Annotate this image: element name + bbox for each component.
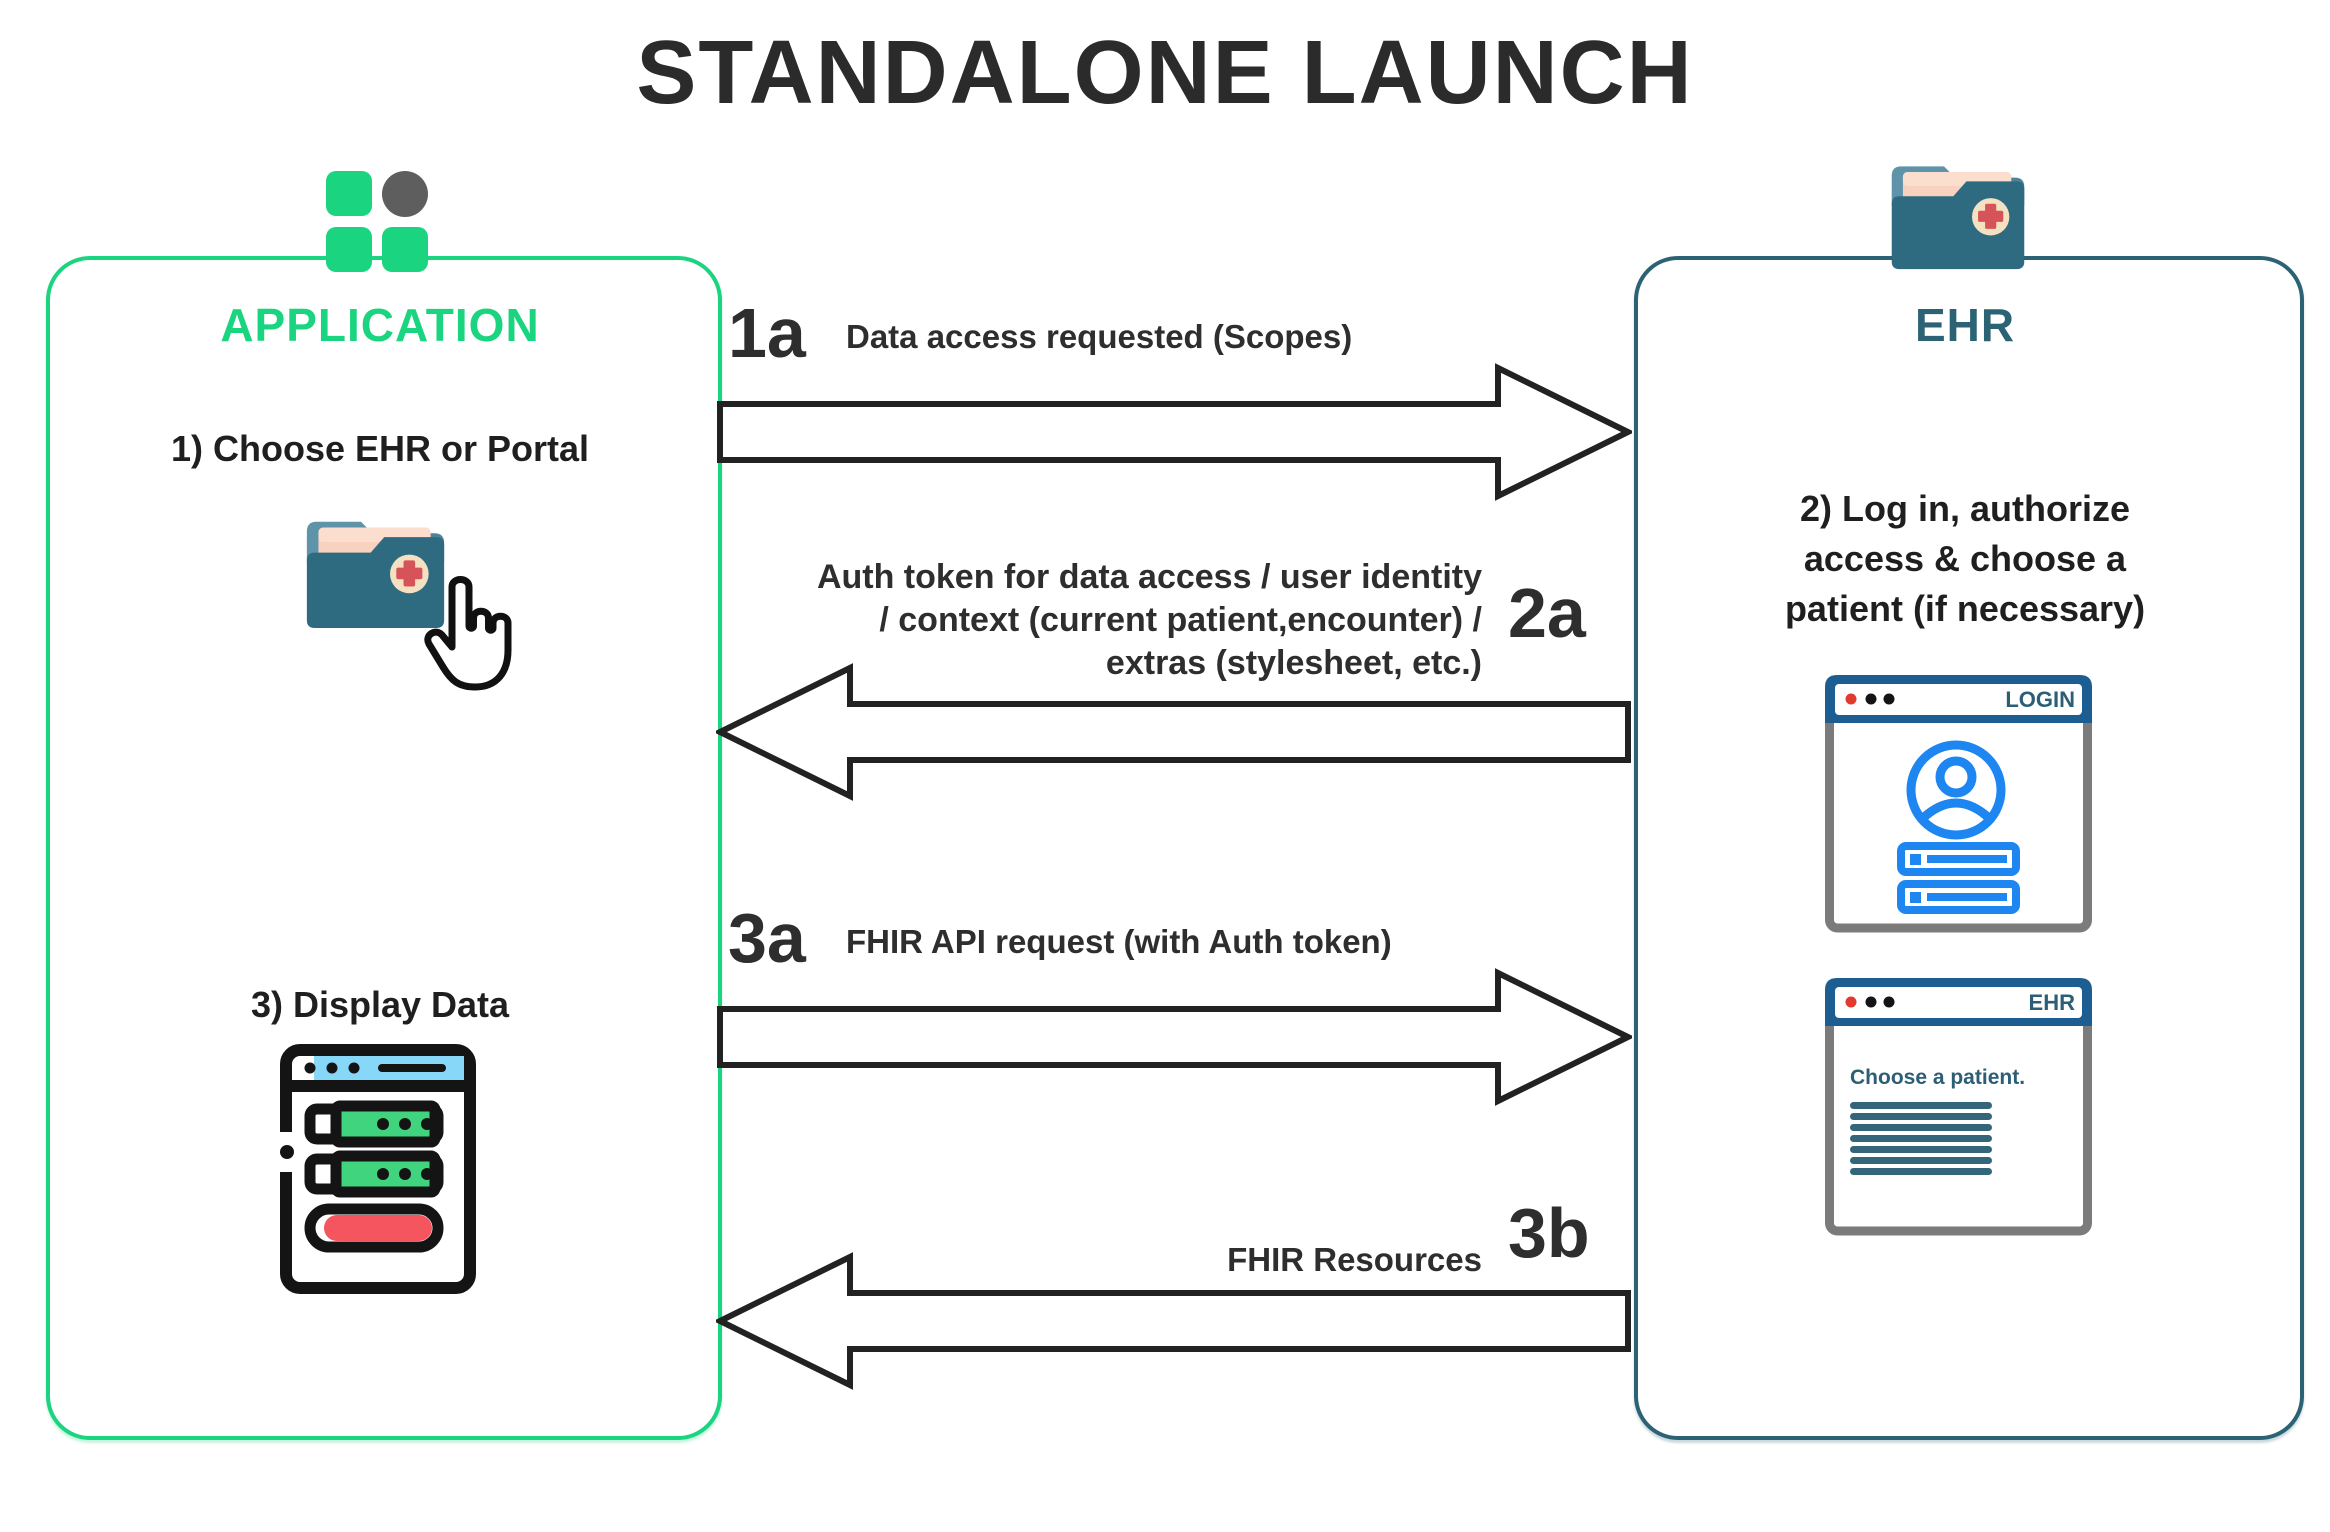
step2-label: 2) Log in, authorize access & choose a p… <box>1634 484 2296 634</box>
application-title: APPLICATION <box>220 299 540 351</box>
hand-cursor-icon <box>424 576 512 691</box>
message-2a-label: 2a <box>1508 574 1586 652</box>
step2-line: access & choose a <box>1803 538 2127 579</box>
message-3b-text: FHIR Resources <box>1227 1241 1482 1278</box>
arrow-1a-right <box>717 363 1632 501</box>
arrow-2a-left <box>716 663 1631 801</box>
ehr-title: EHR <box>1914 299 2016 351</box>
login-window-graphic: LOGIN <box>1825 675 2092 933</box>
grid-dot <box>382 171 428 217</box>
step1-label: 1) Choose EHR or Portal <box>170 428 590 469</box>
ehr-window-title: EHR <box>2029 990 2076 1015</box>
login-window-title: LOGIN <box>2005 687 2075 712</box>
page-title: STANDALONE LAUNCH <box>636 23 1694 123</box>
ehr-window-graphic: EHR Choose a patient. <box>1825 978 2092 1236</box>
step3-label: 3) Display Data <box>250 984 510 1025</box>
message-2a-line: Auth token for data access / user identi… <box>816 558 1482 596</box>
message-1a-label: 1a <box>728 294 806 372</box>
message-3a-label: 3a <box>728 899 806 977</box>
choose-patient-text: Choose a patient. <box>1850 1066 2025 1089</box>
grid-square <box>326 227 372 272</box>
arrow-3b-left <box>716 1252 1631 1390</box>
step2-line: patient (if necessary) <box>1784 588 2146 629</box>
message-2a-line: / context (current patient,encounter) / <box>879 601 1482 639</box>
message-3b-label: 3b <box>1508 1194 1590 1272</box>
grid-square <box>382 227 428 272</box>
arrow-3a-right <box>717 968 1632 1106</box>
ehr-folder-medical-icon <box>1891 166 2025 270</box>
step2-line: 2) Log in, authorize <box>1800 488 2130 529</box>
message-2a-line: extras (stylesheet, etc.) <box>1105 644 1482 682</box>
message-1a-text: Data access requested (Scopes) <box>846 318 1353 355</box>
grid-square <box>326 171 372 216</box>
app-grid-logo-icon <box>326 171 428 272</box>
folder-medical-icon <box>306 521 445 629</box>
display-data-icon <box>280 1044 476 1294</box>
message-3a-text: FHIR API request (with Auth token) <box>846 923 1392 960</box>
message-2a-text: Auth token for data access / user identi… <box>716 556 1482 685</box>
